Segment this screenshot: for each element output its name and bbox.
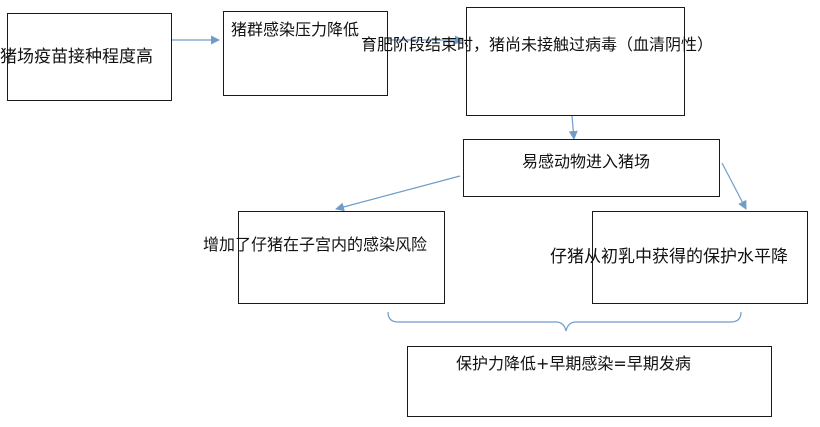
arrow-susceptible-to-in-utero: [335, 175, 461, 212]
node-box-colostrum-protection: [592, 211, 808, 304]
node-box-susceptible-enter: [463, 139, 720, 197]
node-box-in-utero-risk: [238, 211, 445, 304]
node-label-low-infection-pressure: 猪群感染压力降低: [231, 20, 360, 39]
node-label-susceptible-enter: 易感动物进入猪场: [522, 152, 651, 171]
arrow-seronegative-to-susceptible: [568, 115, 578, 140]
node-label-colostrum-protection: 仔猪从初乳中获得的保护水平降: [550, 247, 788, 267]
node-box-finishing-seronegative: [466, 7, 685, 116]
node-label-outcome: 保护力降低+早期感染=早期发病: [456, 354, 691, 373]
bracket-merge: [387, 311, 742, 332]
node-label-high-vaccination: 猪场疫苗接种程度高: [0, 47, 153, 67]
node-box-low-infection-pressure: [223, 11, 388, 96]
node-label-in-utero-risk: 增加了仔猪在子宫内的感染风险: [203, 235, 428, 254]
node-label-finishing-seronegative: 育肥阶段结束时，猪尚未接触过病毒（血清阴性）: [361, 35, 714, 54]
arrow-susceptible-to-colostrum: [721, 162, 747, 210]
node-box-high-vaccination: [7, 13, 172, 101]
node-box-outcome: [407, 346, 772, 417]
